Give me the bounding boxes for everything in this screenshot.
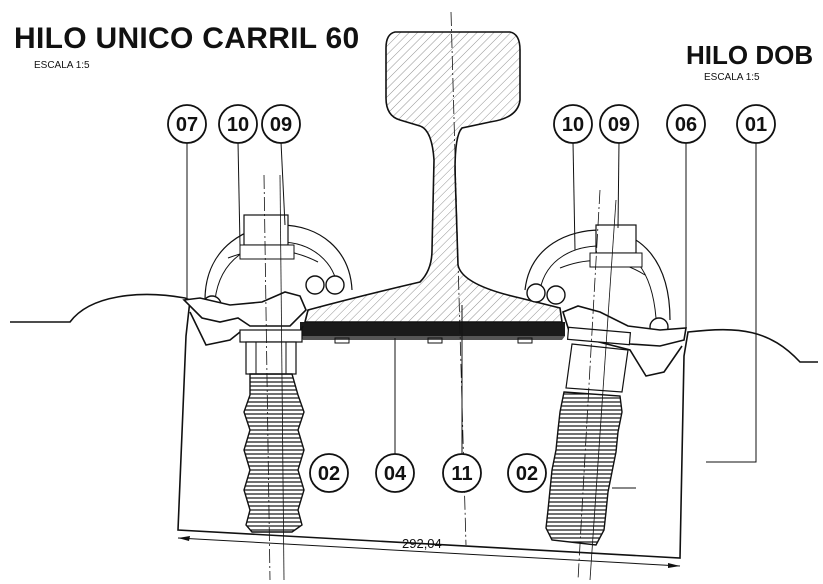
sleeper-outline xyxy=(10,293,818,559)
title-left: HILO UNICO CARRIL 60 xyxy=(14,22,360,55)
svg-text:07: 07 xyxy=(176,114,198,136)
svg-text:09: 09 xyxy=(608,114,630,136)
callout-10-left: 10 xyxy=(218,104,258,144)
callout-07: 07 xyxy=(167,104,207,144)
leader-lines xyxy=(186,141,757,463)
callout-09-left: 09 xyxy=(261,104,301,144)
dimension-label: 292,04 xyxy=(402,536,442,551)
dimension-292: 292,04 xyxy=(177,536,681,568)
right-fastening xyxy=(524,189,687,581)
scale-right: ESCALA 1:5 xyxy=(704,72,760,83)
svg-text:02: 02 xyxy=(516,463,538,485)
callout-02-right: 02 xyxy=(507,453,547,493)
svg-text:04: 04 xyxy=(384,463,407,485)
rail-pad xyxy=(300,322,565,344)
svg-text:10: 10 xyxy=(227,114,249,136)
svg-text:11: 11 xyxy=(451,463,472,485)
callout-09-right: 09 xyxy=(599,104,639,144)
lower-leaders xyxy=(394,305,463,454)
callout-06: 06 xyxy=(666,104,706,144)
svg-text:10: 10 xyxy=(562,114,584,136)
scale-left: ESCALA 1:5 xyxy=(34,60,90,71)
callout-10-right: 10 xyxy=(553,104,593,144)
title-right: HILO DOB xyxy=(686,40,814,70)
svg-text:09: 09 xyxy=(270,114,292,136)
callout-11: 11 xyxy=(442,453,482,493)
svg-text:02: 02 xyxy=(318,463,340,485)
rail-profile xyxy=(303,31,563,323)
callout-04: 04 xyxy=(375,453,415,493)
svg-text:01: 01 xyxy=(745,114,767,136)
callout-02-left: 02 xyxy=(309,453,349,493)
left-fastening xyxy=(182,174,353,581)
callout-01: 01 xyxy=(736,104,776,144)
svg-text:06: 06 xyxy=(675,114,697,136)
